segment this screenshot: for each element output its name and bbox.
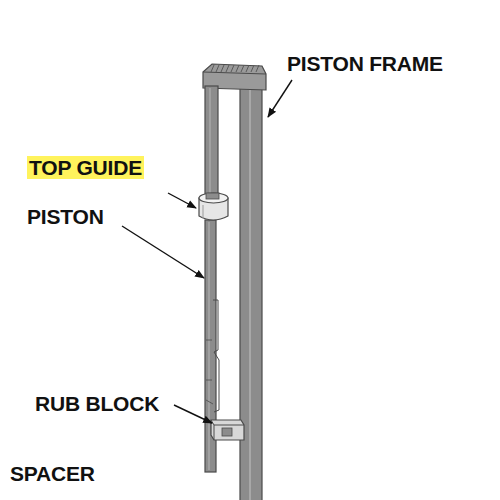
hatch-stroke xyxy=(241,65,244,72)
hatch-stroke xyxy=(221,65,224,72)
hatch-stroke xyxy=(211,65,214,72)
hatch-stroke xyxy=(251,65,254,72)
rub-block xyxy=(211,420,244,440)
frame-left-leg xyxy=(205,86,218,196)
leader-line xyxy=(122,226,204,278)
part-label: PISTON xyxy=(27,205,104,228)
part-label: TOP GUIDE xyxy=(27,156,144,179)
part-label: SPACER xyxy=(10,462,95,485)
leader-line xyxy=(268,80,292,117)
part-label: RUB BLOCK xyxy=(35,392,159,415)
hatch-stroke xyxy=(216,65,219,72)
hatch-stroke xyxy=(236,65,239,72)
leader-lines xyxy=(122,80,292,423)
part-label: PISTON FRAME xyxy=(287,52,443,75)
hatch-stroke xyxy=(256,65,259,72)
hatch-stroke xyxy=(231,65,234,72)
hatch-stroke xyxy=(246,65,249,72)
leader-line xyxy=(174,405,212,423)
leader-line xyxy=(168,193,196,208)
hatch-stroke xyxy=(226,65,229,72)
top-guide xyxy=(199,193,228,220)
